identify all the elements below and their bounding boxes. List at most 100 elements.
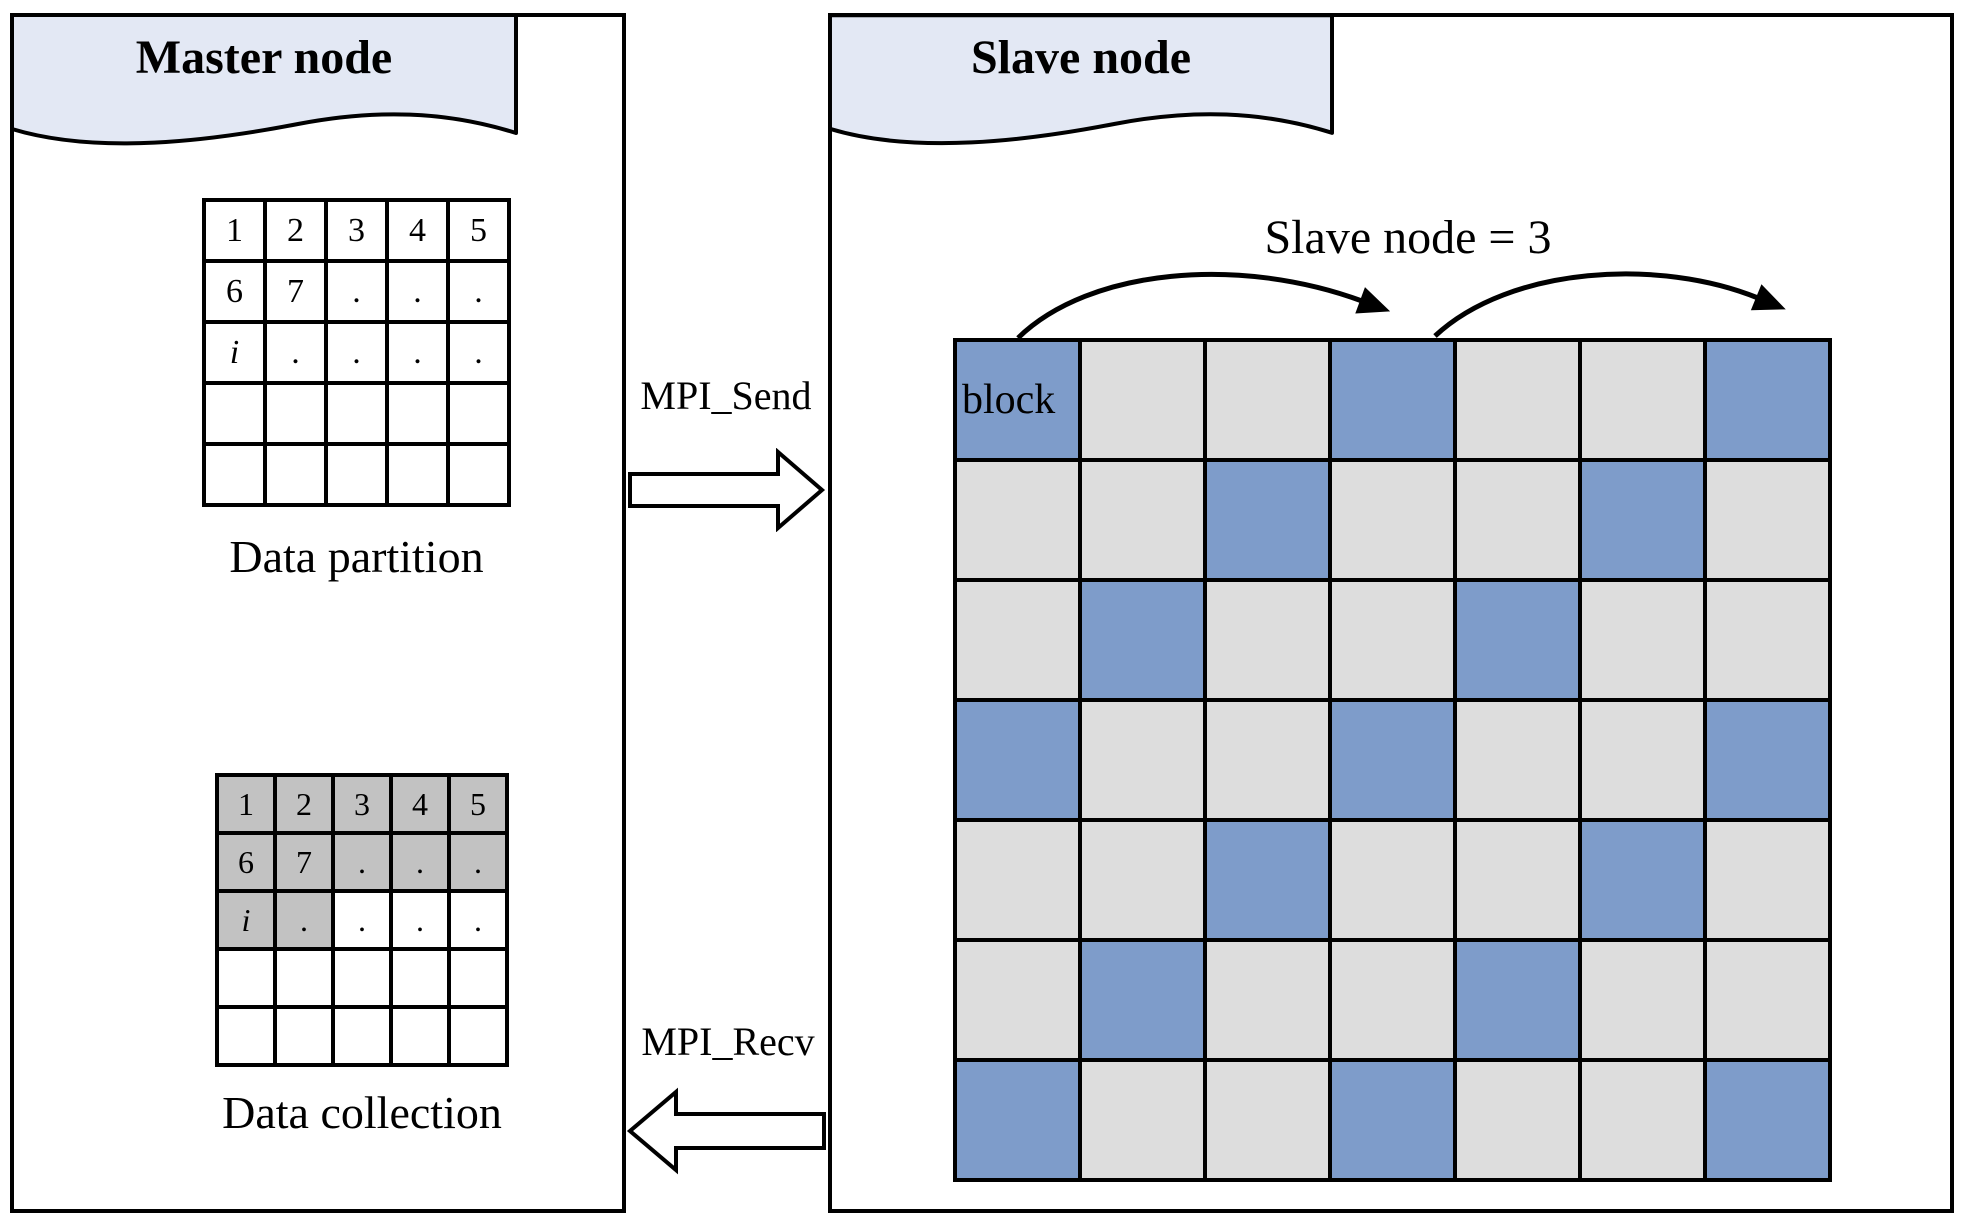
grid-cell <box>1332 582 1453 698</box>
grid-cell <box>393 1009 447 1063</box>
grid-cell <box>451 951 505 1005</box>
grid-cell: 1 <box>219 777 273 831</box>
grid-cell: . <box>267 324 324 381</box>
grid-cell <box>1457 942 1578 1058</box>
grid-cell <box>335 951 389 1005</box>
grid-cell <box>957 822 1078 938</box>
grid-cell <box>1082 462 1203 578</box>
grid-cell: 2 <box>277 777 331 831</box>
grid-cell <box>389 385 446 442</box>
grid-cell <box>1207 462 1328 578</box>
mpi-recv-label: MPI_Recv <box>641 1019 815 1064</box>
grid-cell: . <box>328 263 385 320</box>
grid-cell <box>1457 1062 1578 1178</box>
grid-cell: . <box>393 893 447 947</box>
grid-cell <box>328 385 385 442</box>
grid-cell <box>1457 342 1578 458</box>
grid-cell: . <box>389 324 446 381</box>
grid-cell: . <box>277 893 331 947</box>
grid-cell: i <box>219 893 273 947</box>
grid-cell <box>1457 462 1578 578</box>
grid-cell <box>1332 822 1453 938</box>
grid-cell <box>1207 702 1328 818</box>
grid-cell: . <box>451 893 505 947</box>
grid-cell <box>219 1009 273 1063</box>
grid-cell: 4 <box>393 777 447 831</box>
grid-cell <box>957 702 1078 818</box>
mpi-recv-arrow-icon <box>626 1087 826 1175</box>
grid-cell <box>1082 582 1203 698</box>
grid-cell <box>328 446 385 503</box>
grid-cell: i <box>206 324 263 381</box>
master-node-banner <box>10 13 518 146</box>
grid-cell: . <box>393 835 447 889</box>
grid-cell <box>1457 702 1578 818</box>
grid-cell <box>1707 1062 1828 1178</box>
grid-cell <box>957 942 1078 1058</box>
slave-node-title: Slave node <box>970 31 1192 84</box>
block-cell: block <box>957 342 1078 458</box>
grid-cell <box>1707 462 1828 578</box>
grid-cell: . <box>328 324 385 381</box>
master-node-title: Master node <box>135 31 393 84</box>
grid-cell: . <box>450 324 507 381</box>
grid-cell <box>1332 342 1453 458</box>
grid-cell <box>1582 702 1703 818</box>
grid-cell <box>393 951 447 1005</box>
data-collection-label: Data collection <box>222 1087 502 1138</box>
grid-cell: 6 <box>206 263 263 320</box>
grid-cell <box>1582 822 1703 938</box>
grid-cell: . <box>451 835 505 889</box>
grid-cell: 5 <box>451 777 505 831</box>
grid-cell <box>389 446 446 503</box>
grid-cell <box>1207 582 1328 698</box>
grid-cell: 3 <box>328 202 385 259</box>
grid-cell: 1 <box>206 202 263 259</box>
grid-cell <box>1582 462 1703 578</box>
grid-cell <box>206 385 263 442</box>
grid-cell <box>1707 942 1828 1058</box>
grid-cell <box>335 1009 389 1063</box>
grid-cell <box>206 446 263 503</box>
grid-cell <box>277 1009 331 1063</box>
grid-cell <box>1707 582 1828 698</box>
grid-cell <box>219 951 273 1005</box>
grid-cell <box>450 446 507 503</box>
grid-cell <box>267 446 324 503</box>
data-partition-label: Data partition <box>229 531 484 582</box>
mpi-send-label: MPI_Send <box>640 373 812 418</box>
grid-cell <box>1582 582 1703 698</box>
mpi-send-arrow-icon <box>628 448 826 532</box>
grid-cell <box>1207 822 1328 938</box>
grid-cell <box>1457 582 1578 698</box>
slave-node-banner <box>828 13 1334 146</box>
grid-cell <box>957 1062 1078 1178</box>
grid-cell <box>1332 942 1453 1058</box>
grid-cell <box>1082 822 1203 938</box>
grid-cell: 4 <box>389 202 446 259</box>
grid-cell: 2 <box>267 202 324 259</box>
grid-cell <box>1207 342 1328 458</box>
grid-cell <box>1707 702 1828 818</box>
slave-block-grid: block <box>953 338 1832 1182</box>
grid-cell <box>1582 1062 1703 1178</box>
grid-cell <box>1207 1062 1328 1178</box>
grid-cell <box>957 462 1078 578</box>
grid-cell <box>1332 1062 1453 1178</box>
grid-cell: 5 <box>450 202 507 259</box>
grid-cell <box>1082 1062 1203 1178</box>
stride-arc-arrows-icon <box>1016 271 1786 340</box>
grid-cell <box>1582 342 1703 458</box>
grid-cell <box>1707 822 1828 938</box>
slave-stride-annotation: Slave node = 3 <box>1264 211 1552 264</box>
grid-cell: . <box>450 263 507 320</box>
grid-cell <box>1082 702 1203 818</box>
grid-cell: 7 <box>277 835 331 889</box>
grid-cell: 6 <box>219 835 273 889</box>
grid-cell: 7 <box>267 263 324 320</box>
grid-cell <box>1082 342 1203 458</box>
grid-cell <box>1582 942 1703 1058</box>
grid-cell <box>451 1009 505 1063</box>
